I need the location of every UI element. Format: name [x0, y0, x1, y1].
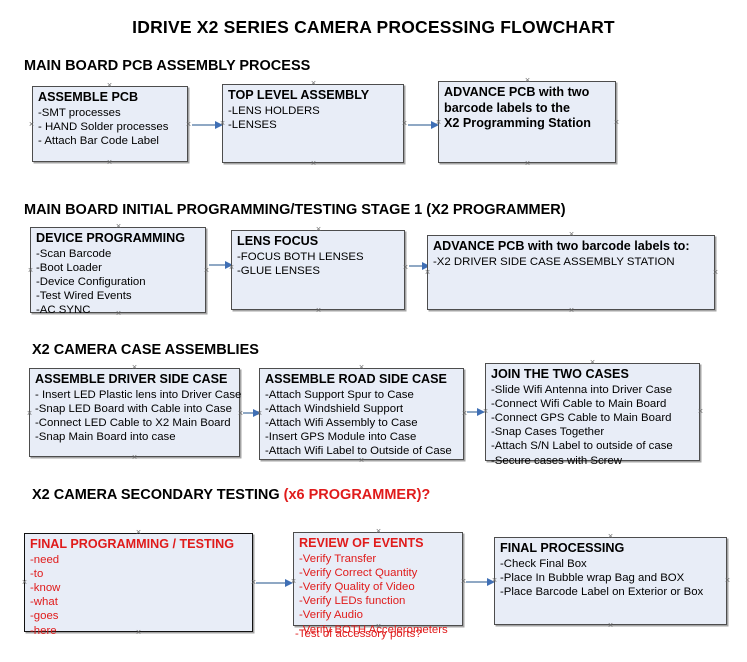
node-line: -Insert GPS Module into Case	[265, 431, 417, 444]
section-heading-text: X2 CAMERA SECONDARY TESTING	[32, 487, 284, 503]
node-line: -LENSES	[228, 118, 277, 131]
node-join-the-two-cases[interactable]: JOIN THE TWO CASES -Slide Wifi Antenna i…	[485, 363, 700, 467]
connector-arrow	[409, 261, 430, 270]
node-line: -Place In Bubble wrap Bag and BOX	[500, 571, 685, 584]
node-line: -Verify Correct Quantity	[299, 566, 418, 579]
node-title: JOIN THE TWO CASES	[491, 367, 629, 381]
node-line: -Attach Wifi Label to Outside of Case	[265, 445, 452, 458]
node-title: ADVANCE PCB with two	[444, 85, 590, 99]
node-line: -LENS HOLDERS	[228, 104, 320, 117]
node-line: -Test Wired Events	[36, 290, 132, 303]
connector-arrow	[467, 407, 485, 416]
node-line: - Insert LED Plastic lens into Driver Ca…	[35, 388, 242, 401]
node-line: -Slide Wifi Antenna into Driver Case	[491, 383, 673, 396]
node-line: - HAND Solder processes	[38, 120, 169, 133]
node-final-programming-testing[interactable]: FINAL PROGRAMMING / TESTING -need -to -k…	[24, 533, 253, 637]
node-line: -Boot Loader	[36, 261, 102, 274]
node-line: -Connect Wifi Cable to Main Board	[491, 397, 667, 410]
node-line: -here	[30, 624, 57, 637]
node-title: TOP LEVEL ASSEMBLY	[228, 88, 370, 102]
node-line: -goes	[30, 610, 59, 623]
node-line: -Verify BOTH Accelerometers	[299, 623, 448, 636]
section-heading-x2-camera-secondary-testing: X2 CAMERA SECONDARY TESTING (x6 PROGRAMM…	[32, 487, 430, 503]
node-line: -X2 DRIVER SIDE CASE ASSEMBLY STATION	[433, 255, 675, 268]
node-advance-pcb-to-x2-programming-station[interactable]: ADVANCE PCB with two barcode labels to t…	[438, 81, 616, 163]
node-device-programming[interactable]: DEVICE PROGRAMMING -Scan Barcode -Boot L…	[30, 227, 206, 316]
node-line: -Scan Barcode	[36, 247, 112, 260]
node-line: -Attach Windshield Support	[265, 402, 404, 415]
section-heading-main-board-pcb-assembly-process: MAIN BOARD PCB ASSEMBLY PROCESS	[24, 58, 310, 74]
node-line: -Check Final Box	[500, 557, 587, 570]
node-title: REVIEW OF EVENTS	[299, 536, 424, 550]
connector-arrow	[192, 120, 223, 129]
node-line: -Snap LED Board with Cable into Case	[35, 402, 232, 415]
node-assemble-road-side-case[interactable]: ASSEMBLE ROAD SIDE CASE -Attach Support …	[259, 368, 464, 460]
node-line: - Attach Bar Code Label	[38, 134, 159, 147]
node-top-level-assembly[interactable]: TOP LEVEL ASSEMBLY -LENS HOLDERS -LENSES	[222, 84, 404, 163]
node-line: -know	[30, 581, 61, 594]
node-line: -SMT processes	[38, 106, 121, 119]
node-line: -Attach S/N Label to outside of case	[491, 440, 673, 453]
node-line: -what	[30, 596, 58, 609]
node-line: -Attach Support Spur to Case	[265, 388, 414, 401]
node-title: DEVICE PROGRAMMING	[36, 231, 186, 245]
node-line: -Snap Main Board into case	[35, 431, 176, 444]
node-title: ASSEMBLE ROAD SIDE CASE	[265, 372, 447, 386]
node-title: ADVANCE PCB with two barcode labels to:	[433, 239, 690, 253]
connector-arrow	[466, 577, 495, 586]
node-advance-pcb-to-driver-side-case-assembly[interactable]: ADVANCE PCB with two barcode labels to: …	[427, 235, 715, 310]
node-line: X2 Programming Station	[444, 116, 591, 130]
node-title: ASSEMBLE PCB	[38, 90, 139, 104]
page-title: IDRIVE X2 SERIES CAMERA PROCESSING FLOWC…	[132, 17, 615, 37]
node-overflow-line: -Test of accessory ports?	[295, 628, 422, 640]
section-heading-main-board-initial-programming-testing-stage-1: MAIN BOARD INITIAL PROGRAMMING/TESTING S…	[24, 202, 566, 218]
node-line: -Device Configuration	[36, 275, 146, 288]
node-line: -Verify Quality of Video	[299, 580, 415, 593]
node-line: barcode labels to the	[444, 100, 570, 115]
section-heading-text: MAIN BOARD PCB ASSEMBLY PROCESS	[24, 58, 311, 74]
node-title: LENS FOCUS	[237, 234, 319, 248]
section-heading-text: X2 CAMERA CASE ASSEMBLIES	[32, 342, 259, 358]
node-line: -Attach Wifi Assembly to Case	[265, 416, 418, 429]
connector-arrow	[408, 120, 439, 129]
node-line: -FOCUS BOTH LENSES	[237, 250, 364, 263]
node-review-of-events[interactable]: REVIEW OF EVENTS -Verify Transfer -Verif…	[293, 532, 463, 636]
node-line: -AC SYNC	[36, 304, 91, 317]
node-line: -Place Barcode Label on Exterior or Box	[500, 585, 704, 598]
node-assemble-driver-side-case[interactable]: ASSEMBLE DRIVER SIDE CASE - Insert LED P…	[29, 368, 242, 457]
node-line: -Snap Cases Together	[491, 426, 605, 439]
node-line: -Secure cases with Screw	[491, 454, 623, 467]
node-assemble-pcb[interactable]: ASSEMBLE PCB -SMT processes - HAND Solde…	[32, 86, 188, 162]
node-line: -GLUE LENSES	[237, 264, 320, 277]
section-heading-text: MAIN BOARD INITIAL PROGRAMMING/TESTING S…	[24, 202, 566, 218]
node-line: -Verify LEDs function	[299, 595, 406, 608]
node-lens-focus[interactable]: LENS FOCUS -FOCUS BOTH LENSES -GLUE LENS…	[231, 230, 405, 310]
node-line: -Verify Transfer	[299, 552, 377, 565]
node-title: FINAL PROCESSING	[500, 541, 625, 555]
node-final-processing[interactable]: FINAL PROCESSING -Check Final Box -Place…	[494, 537, 727, 625]
node-line: -need	[30, 553, 60, 566]
node-title: ASSEMBLE DRIVER SIDE CASE	[35, 372, 228, 386]
section-heading-x2-camera-case-assemblies: X2 CAMERA CASE ASSEMBLIES	[32, 342, 259, 358]
connector-arrow	[243, 408, 261, 417]
node-line: -Connect LED Cable to X2 Main Board	[35, 416, 231, 429]
section-heading-accent: (x6 PROGRAMMER)?	[283, 487, 431, 503]
node-title: FINAL PROGRAMMING / TESTING	[30, 537, 235, 551]
connector-arrow	[209, 260, 233, 269]
node-line: -Connect GPS Cable to Main Board	[491, 411, 672, 424]
connector-arrow	[256, 578, 293, 587]
node-line: -Verify Audio	[299, 609, 363, 622]
node-line: -to	[30, 567, 44, 580]
